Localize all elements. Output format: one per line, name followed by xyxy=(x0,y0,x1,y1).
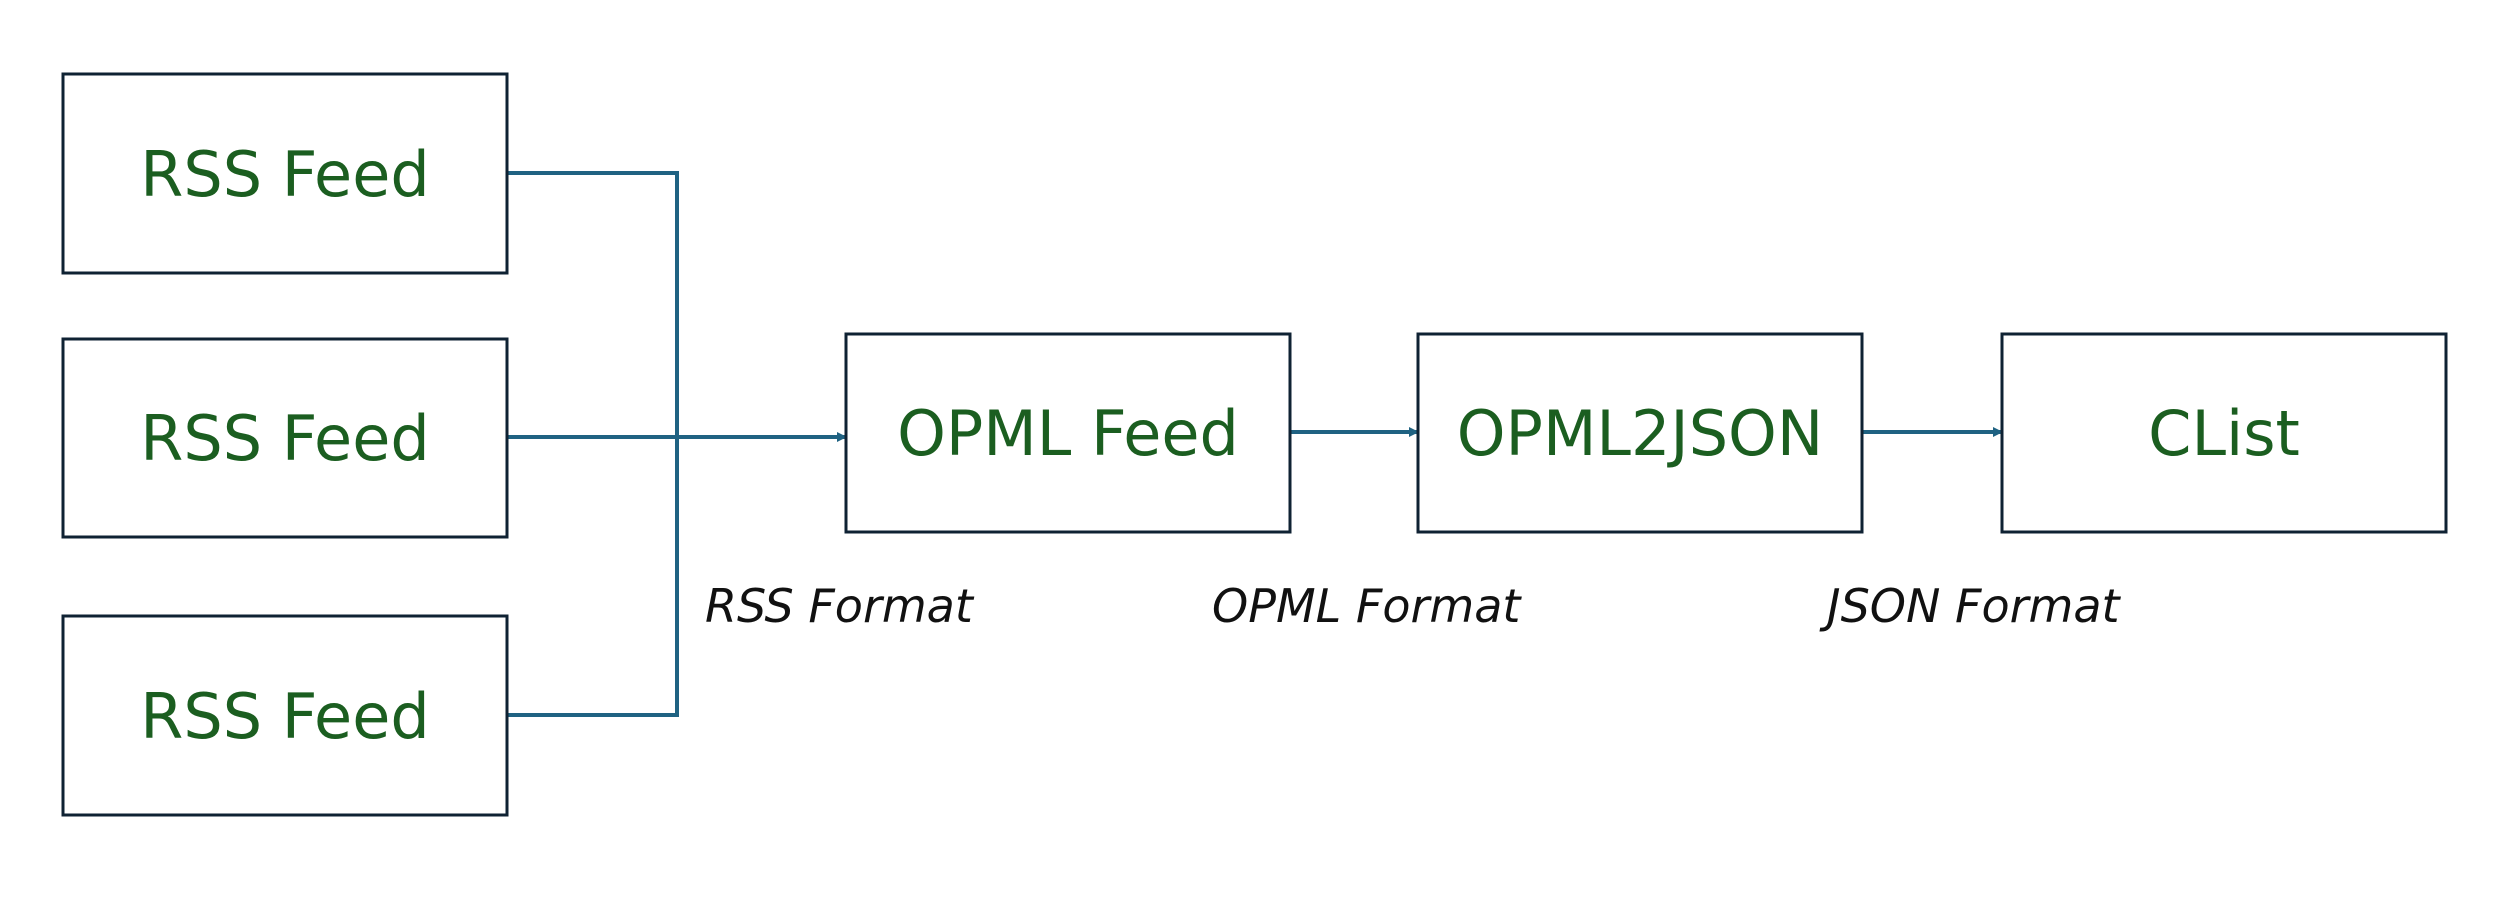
node-rss-feed-3-box xyxy=(61,614,509,817)
node-rss-feed-1-label: RSS Feed xyxy=(140,138,429,211)
connector-rss3-to-bus xyxy=(507,437,679,717)
node-opml2json-box xyxy=(1416,332,1864,534)
node-rss-feed-3-label: RSS Feed xyxy=(140,680,429,753)
edge-label-opml-format: OPML Format xyxy=(1212,579,1522,633)
node-rss-feed-2-box xyxy=(61,337,509,539)
node-rss-feed-3: RSS Feed xyxy=(61,614,509,817)
node-rss-feed-1: RSS Feed xyxy=(61,72,509,275)
node-rss-feed-2: RSS Feed xyxy=(61,337,509,539)
node-rss-feed-1-box xyxy=(61,72,509,275)
node-clist-box xyxy=(2000,332,2448,534)
node-clist-label: CList xyxy=(2148,397,2300,470)
node-opml2json: OPML2JSON xyxy=(1416,332,1864,534)
connector-rss1-to-bus xyxy=(507,171,679,437)
connectors xyxy=(507,171,2003,717)
node-opml-feed: OPML Feed xyxy=(844,332,1292,534)
node-rss-feed-2-label: RSS Feed xyxy=(140,402,429,475)
node-clist: CList xyxy=(2000,332,2448,534)
edge-label-json-format: JSON Format xyxy=(1819,579,2122,633)
node-opml2json-label: OPML2JSON xyxy=(1457,397,1824,470)
node-opml-feed-box xyxy=(844,332,1292,534)
edge-label-rss-format: RSS Format xyxy=(705,579,975,633)
node-opml-feed-label: OPML Feed xyxy=(897,397,1239,470)
